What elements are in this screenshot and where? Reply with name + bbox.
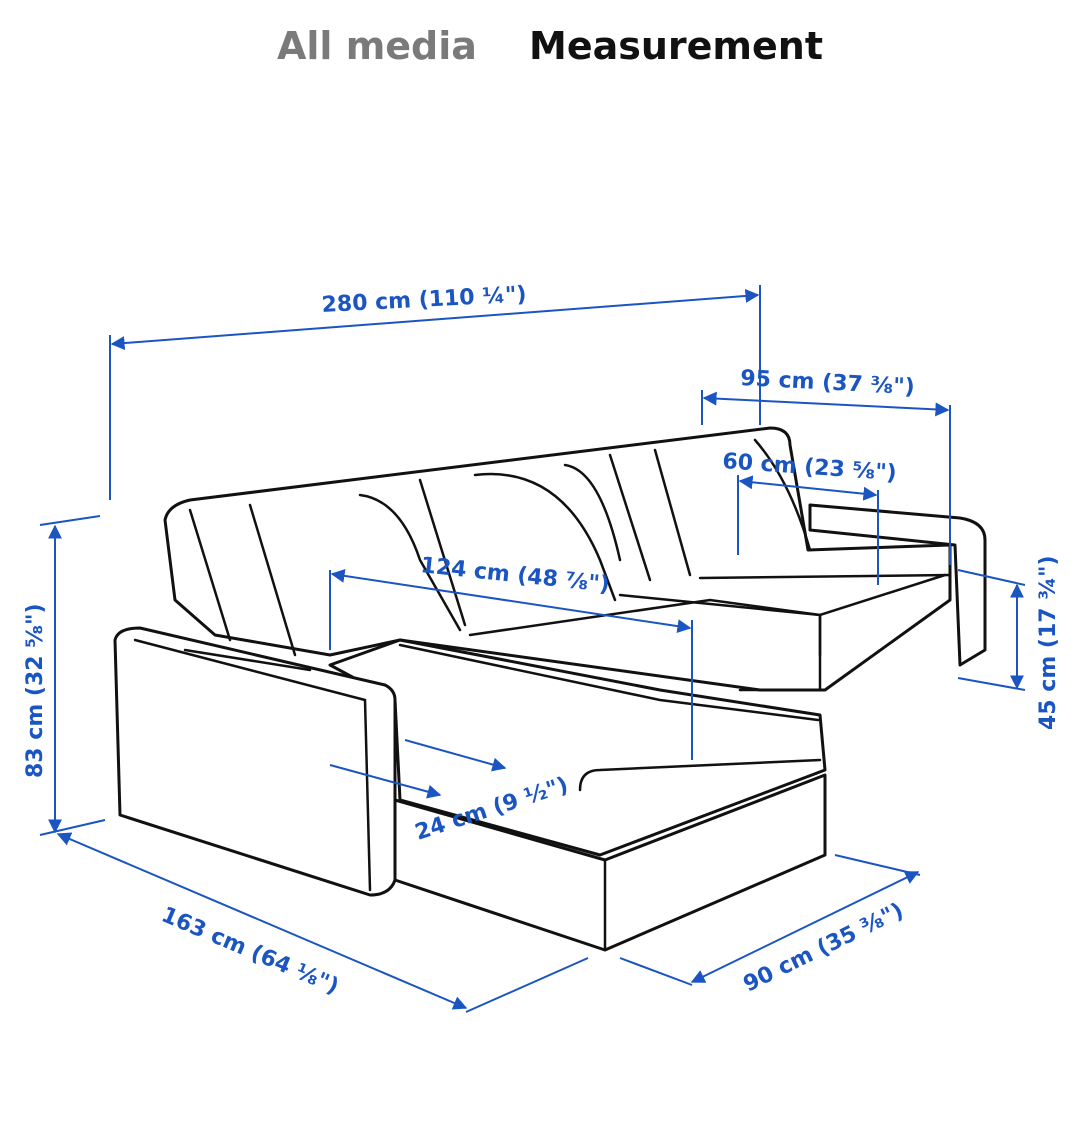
total-width-label: 280 cm (110 ¼") — [321, 282, 527, 318]
total-height-label: 83 cm (32 ⅝") — [23, 603, 48, 778]
chaise-width-label: 90 cm (35 ⅜") — [740, 898, 908, 997]
seat-height-label: 45 cm (17 ¾") — [1036, 555, 1061, 730]
tab-all-media[interactable]: All media — [277, 24, 477, 68]
sofa-illustration — [113, 426, 987, 952]
armrest-section-width-label: 95 cm (37 ⅜") — [740, 366, 916, 400]
media-tabs: All media Measurement — [0, 24, 1080, 74]
dimension-lines — [39, 285, 1026, 1013]
chaise-depth-label: 163 cm (64 ⅛") — [158, 903, 343, 1000]
tab-measurement[interactable]: Measurement — [529, 24, 823, 68]
